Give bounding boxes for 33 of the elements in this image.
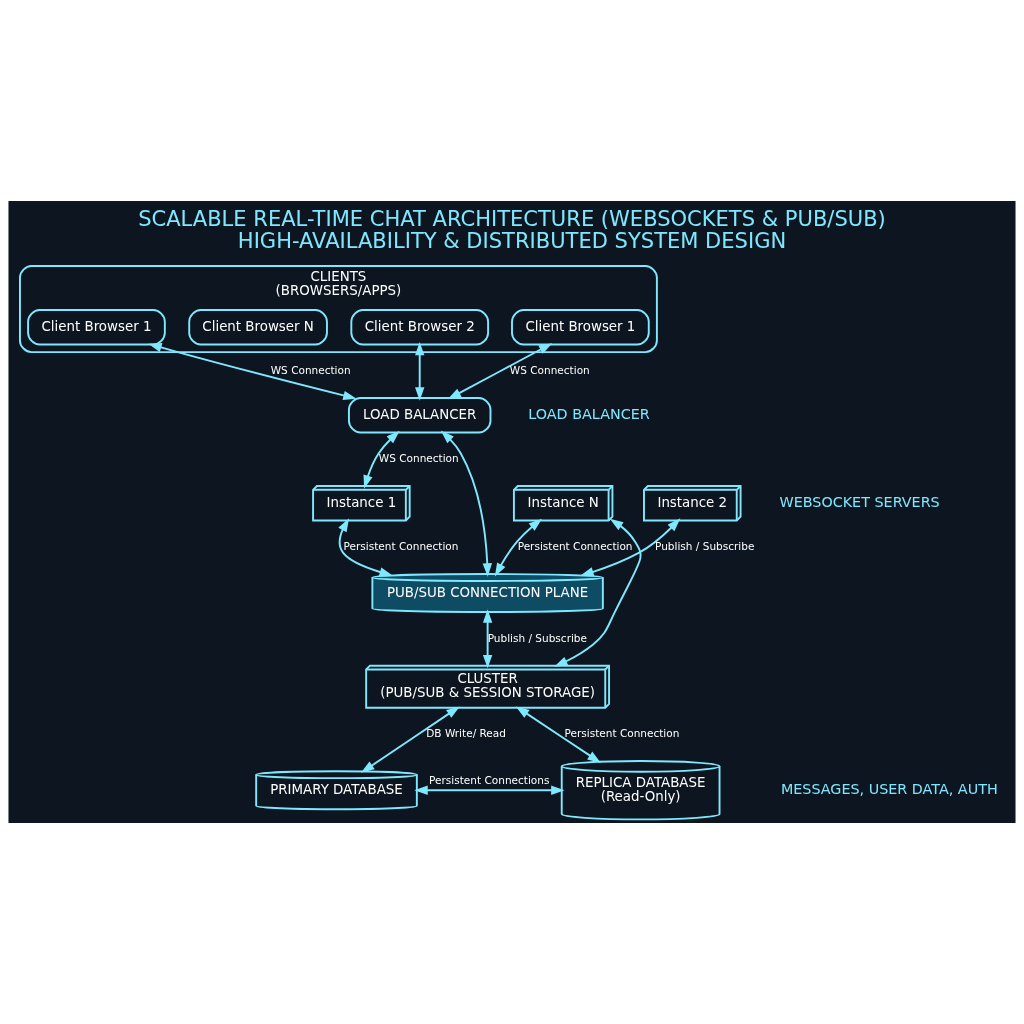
arrow bbox=[482, 609, 493, 669]
edge-label: Persistent Connections bbox=[429, 774, 550, 787]
arrow bbox=[361, 706, 460, 773]
node-box: Client Browser 1 bbox=[511, 309, 650, 346]
arrow bbox=[515, 706, 601, 763]
edge-label: Persistent Connection bbox=[564, 727, 680, 740]
node-box: LOAD BALANCER bbox=[348, 397, 492, 434]
node-box: Client Browser N bbox=[188, 309, 328, 346]
arrow bbox=[494, 518, 542, 577]
node-box: Client Browser 1 bbox=[27, 309, 166, 346]
edge-label: WS Connection bbox=[378, 451, 459, 464]
edge-label: Publish / Subscribe bbox=[655, 539, 755, 552]
arrow bbox=[554, 518, 642, 667]
arrow bbox=[363, 430, 400, 489]
arrow bbox=[148, 342, 357, 400]
arrow bbox=[440, 430, 492, 577]
edge-label: Persistent Connection bbox=[343, 539, 459, 552]
label: WEBSOCKET SERVERS bbox=[779, 493, 940, 510]
arrow bbox=[338, 518, 393, 577]
caption: HIGH-AVAILABILITY & DISTRIBUTED SYSTEM DESIGN bbox=[237, 228, 787, 254]
label: MESSAGES, USER DATA, AUTH bbox=[780, 780, 998, 797]
edge-label: Publish / Subscribe bbox=[487, 631, 588, 644]
arrow bbox=[447, 343, 553, 400]
node-box: Client Browser 2 bbox=[350, 309, 490, 346]
edge-label: WS Connection bbox=[270, 363, 351, 376]
label: LOAD BALANCER bbox=[528, 405, 650, 422]
edge-label: Persistent Connection bbox=[517, 539, 633, 552]
arrow bbox=[414, 785, 565, 795]
diagram-title: SCALABLE REAL-TIME CHAT ARCHITECTURE (WEBSOCKETS & PUB/SUB) bbox=[138, 205, 886, 231]
arrow bbox=[580, 518, 681, 577]
edge-label: DB Write/ Read bbox=[426, 727, 506, 740]
edge-label: WS Connection bbox=[509, 363, 590, 376]
arrow bbox=[415, 341, 425, 401]
